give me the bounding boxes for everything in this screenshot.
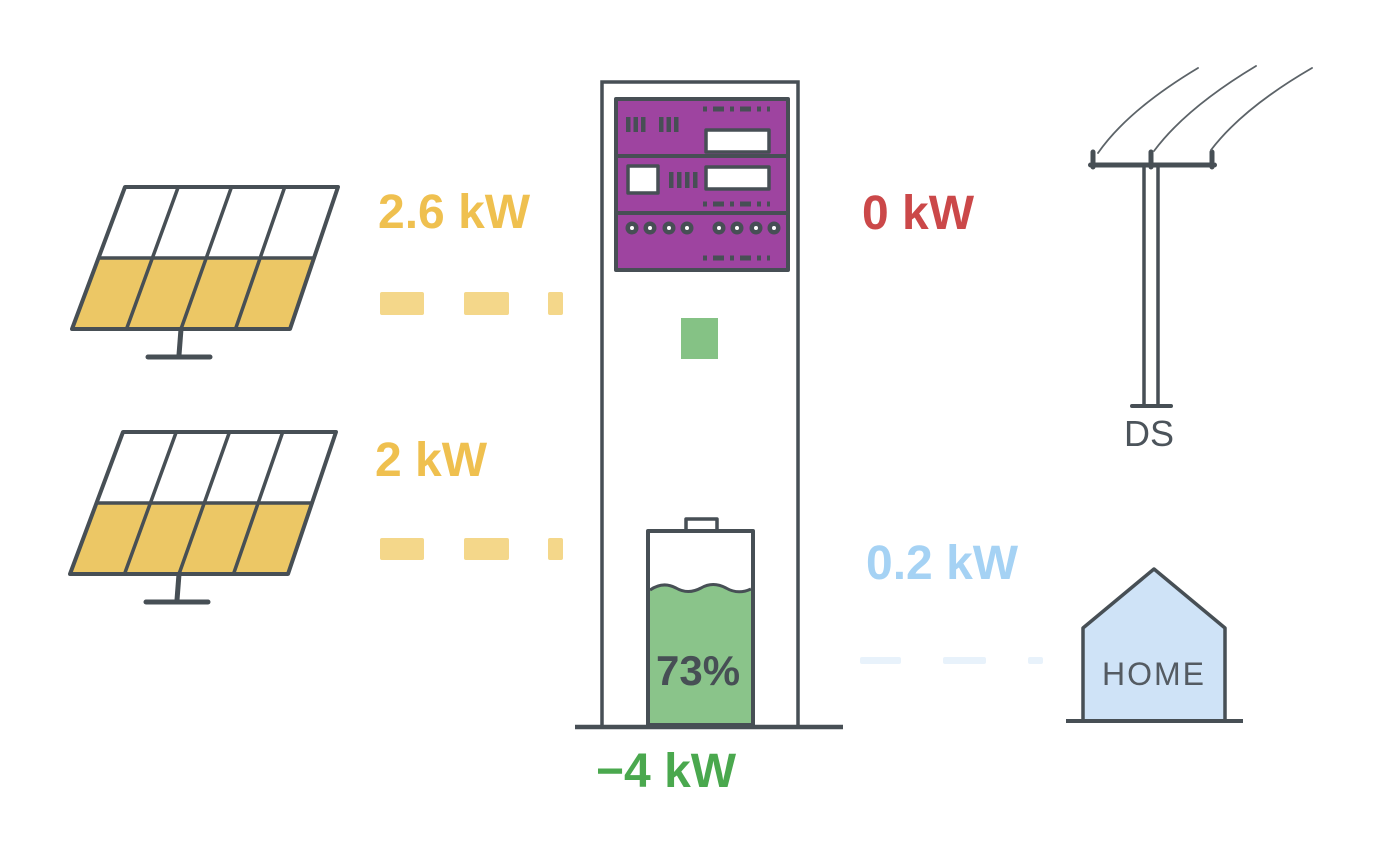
home-power-label: 0.2 kW [866,537,1019,590]
pv-top-power-label: 2.6 kW [378,186,531,239]
solar-panel-top-icon [70,185,340,360]
pv-top-flow-dashes [380,292,563,315]
home-flow-dashes [860,657,1043,664]
pv-bottom-flow-dashes [380,538,563,560]
ds-pole-label: DS [1124,413,1175,454]
battery-icon [646,517,755,727]
battery-soc-label: 73% [656,647,741,694]
solar-panel-bottom-icon [68,430,338,605]
status-square-icon [681,318,718,359]
pv-bottom-power-label: 2 kW [375,434,488,487]
battery-power-label: −4 kW [596,745,737,798]
grid-power-label: 0 kW [862,187,975,240]
utility-pole-icon [1088,65,1313,408]
home-icon [1066,567,1243,723]
power-wires [1097,65,1313,154]
inverter-unit-icon [614,97,790,272]
home-text-label: HOME [1102,656,1206,692]
